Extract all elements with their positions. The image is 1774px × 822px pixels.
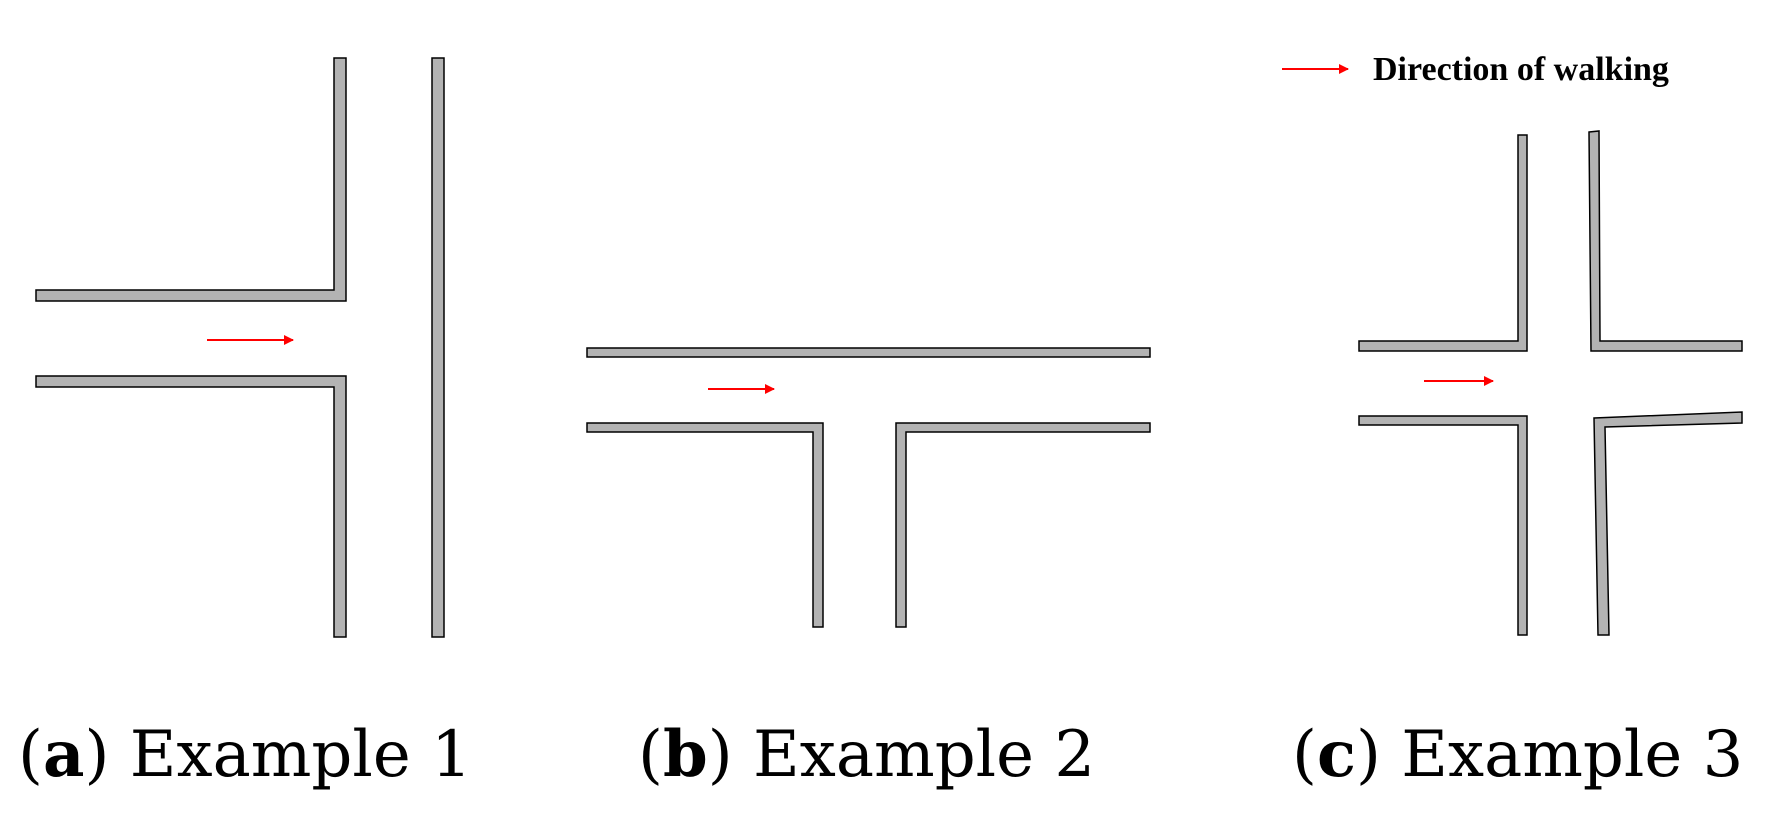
legend: Direction of walking — [1282, 51, 1669, 88]
panel-b-lower-right-wall — [895, 422, 1151, 628]
panel-c-top-left-wall — [1358, 134, 1528, 352]
panel-c-top-right-wall — [1588, 130, 1743, 352]
panel-c-letter: c — [1317, 717, 1356, 792]
panel-a-letter: a — [43, 717, 84, 792]
panel-a-diagram — [35, 57, 445, 638]
panel-c-title: Example 3 — [1401, 718, 1743, 792]
panel-a-right-wall — [431, 57, 445, 638]
panel-b-caption: (b) Example 2 — [638, 717, 1095, 792]
panel-c-caption: (c) Example 3 — [1292, 717, 1743, 792]
panel-c-diagram — [1358, 130, 1743, 636]
panel-c-bottom-right-wall — [1593, 411, 1743, 636]
panel-a-caption: (a) Example 1 — [18, 717, 472, 792]
panel-a-upper-wall — [35, 57, 347, 302]
panel-b-diagram — [586, 347, 1151, 628]
panel-b-lower-left-wall — [586, 422, 824, 628]
panel-b-title: Example 2 — [753, 718, 1095, 792]
panel-c-bottom-left-wall — [1358, 415, 1528, 636]
legend-label: Direction of walking — [1373, 51, 1669, 88]
panel-a-title: Example 1 — [130, 718, 472, 792]
panel-b-top-wall — [586, 347, 1151, 358]
panel-b-letter: b — [663, 717, 708, 792]
panel-a-lower-wall — [35, 375, 347, 638]
